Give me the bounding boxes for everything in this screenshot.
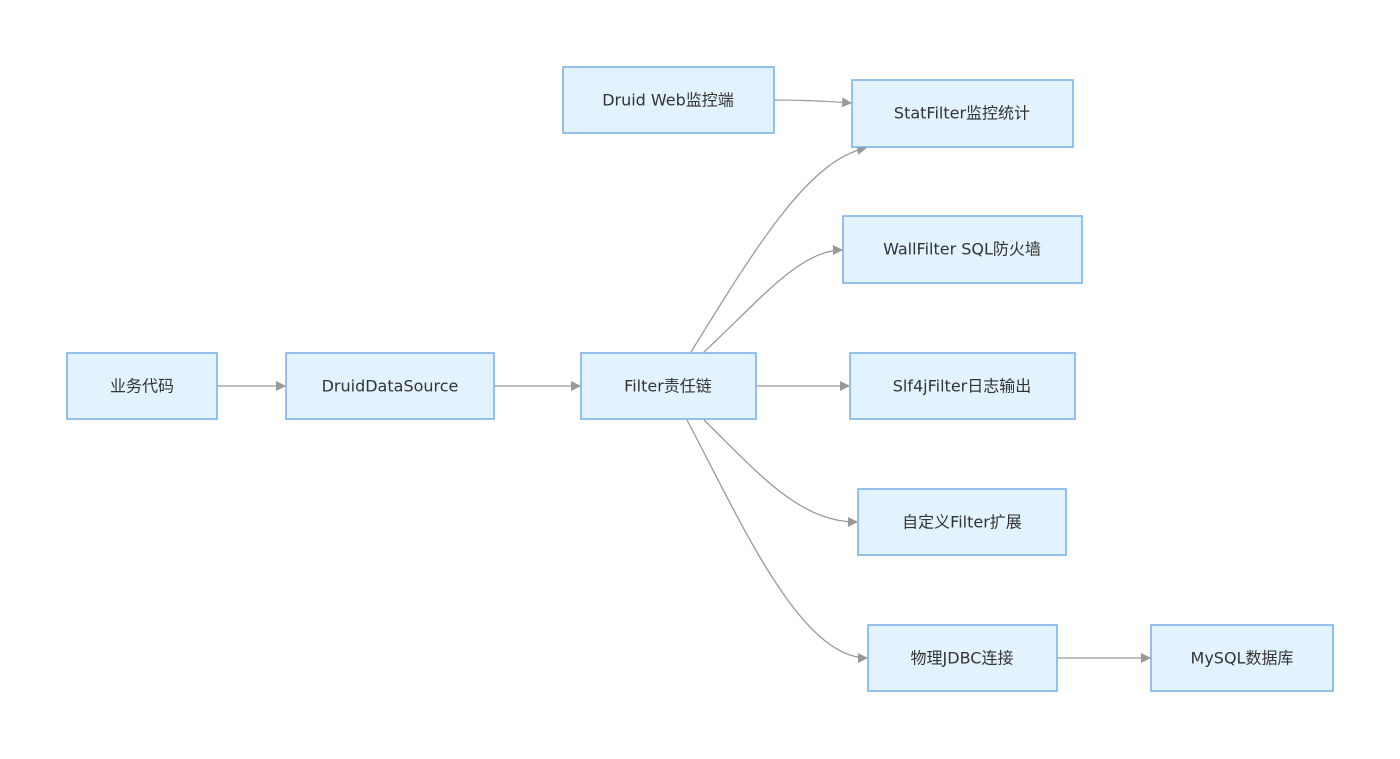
edge-filter-chain-to-jdbc [686, 419, 868, 663]
node-label: MySQL数据库 [1191, 649, 1294, 668]
node-druid-web[interactable]: Druid Web监控端 [562, 66, 775, 134]
edge-filter-chain-to-stat-filter [690, 145, 867, 353]
node-mysql-db[interactable]: MySQL数据库 [1150, 624, 1334, 692]
node-slf4j-filter[interactable]: Slf4jFilter日志输出 [849, 352, 1076, 420]
node-wall-filter[interactable]: WallFilter SQL防火墙 [842, 215, 1083, 284]
node-label: Druid Web监控端 [602, 91, 734, 110]
node-label: StatFilter监控统计 [894, 104, 1030, 123]
node-stat-filter[interactable]: StatFilter监控统计 [851, 79, 1074, 148]
node-label: 自定义Filter扩展 [902, 513, 1022, 532]
edges [217, 97, 1151, 663]
node-label: WallFilter SQL防火墙 [883, 240, 1041, 259]
node-jdbc-connection[interactable]: 物理JDBC连接 [867, 624, 1058, 692]
node-label: Slf4jFilter日志输出 [893, 377, 1032, 396]
edge-filter-chain-to-custom-filter [703, 419, 858, 527]
node-label: DruidDataSource [322, 377, 459, 396]
node-label: 业务代码 [110, 377, 174, 396]
node-business-code[interactable]: 业务代码 [66, 352, 218, 420]
node-label: Filter责任链 [624, 377, 712, 396]
node-filter-chain[interactable]: Filter责任链 [580, 352, 757, 420]
node-custom-filter[interactable]: 自定义Filter扩展 [857, 488, 1067, 556]
node-label: 物理JDBC连接 [911, 649, 1014, 668]
node-druid-datasource[interactable]: DruidDataSource [285, 352, 495, 420]
edge-druid-web-to-stat-filter [773, 97, 852, 108]
edge-filter-chain-to-wall-filter [703, 245, 843, 353]
